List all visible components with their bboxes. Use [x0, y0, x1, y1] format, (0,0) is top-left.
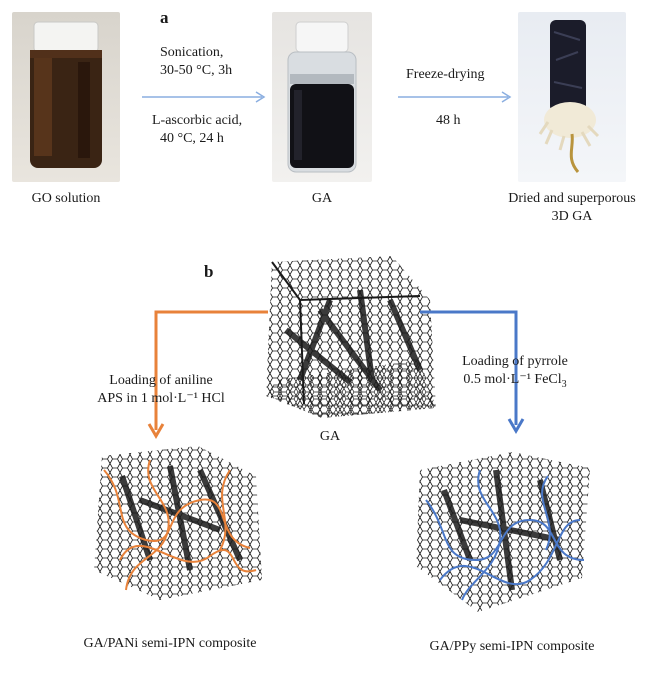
ga-vial-photo — [272, 12, 372, 182]
pani-result-label: GA/PANi semi-IPN composite — [83, 636, 257, 651]
panel-b-letter: b — [204, 262, 214, 281]
arrow1-bottom-line2: 40 °C, 24 h — [160, 131, 224, 146]
arrow2-bottom: 48 h — [436, 113, 461, 128]
go-solution-photo — [12, 12, 120, 182]
pyrrole-line2-subscript: 3 — [561, 378, 567, 390]
dried-ga-label-line2: 3D GA — [551, 209, 593, 224]
panel-a-letter: a — [160, 8, 169, 27]
aniline-line1: Loading of aniline — [109, 373, 213, 388]
pyrrole-line2-main: 0.5 mol·L⁻¹ FeCl — [463, 372, 562, 387]
ppy-result-label: GA/PPy semi-IPN composite — [429, 639, 595, 654]
aniline-line2: APS in 1 mol·L⁻¹ HCl — [97, 391, 225, 406]
pyrrole-line1: Loading of pyrrole — [462, 354, 568, 369]
dried-ga-label-line1: Dried and superporous — [508, 191, 636, 206]
arrow1-bottom-line1: L-ascorbic acid, — [152, 113, 243, 128]
pyrrole-line2: 0.5 mol·L⁻¹ FeCl3 — [440, 371, 590, 394]
ga-label: GA — [311, 191, 333, 206]
go-solution-label: GO solution — [31, 191, 101, 206]
ga-center-label: GA — [319, 429, 341, 444]
arrow1-top-line1: Sonication, — [160, 45, 224, 60]
arrow2-top: Freeze-drying — [406, 67, 485, 82]
dried-ga-photo — [518, 12, 626, 182]
arrow1-top-line2: 30-50 °C, 3h — [160, 63, 233, 78]
